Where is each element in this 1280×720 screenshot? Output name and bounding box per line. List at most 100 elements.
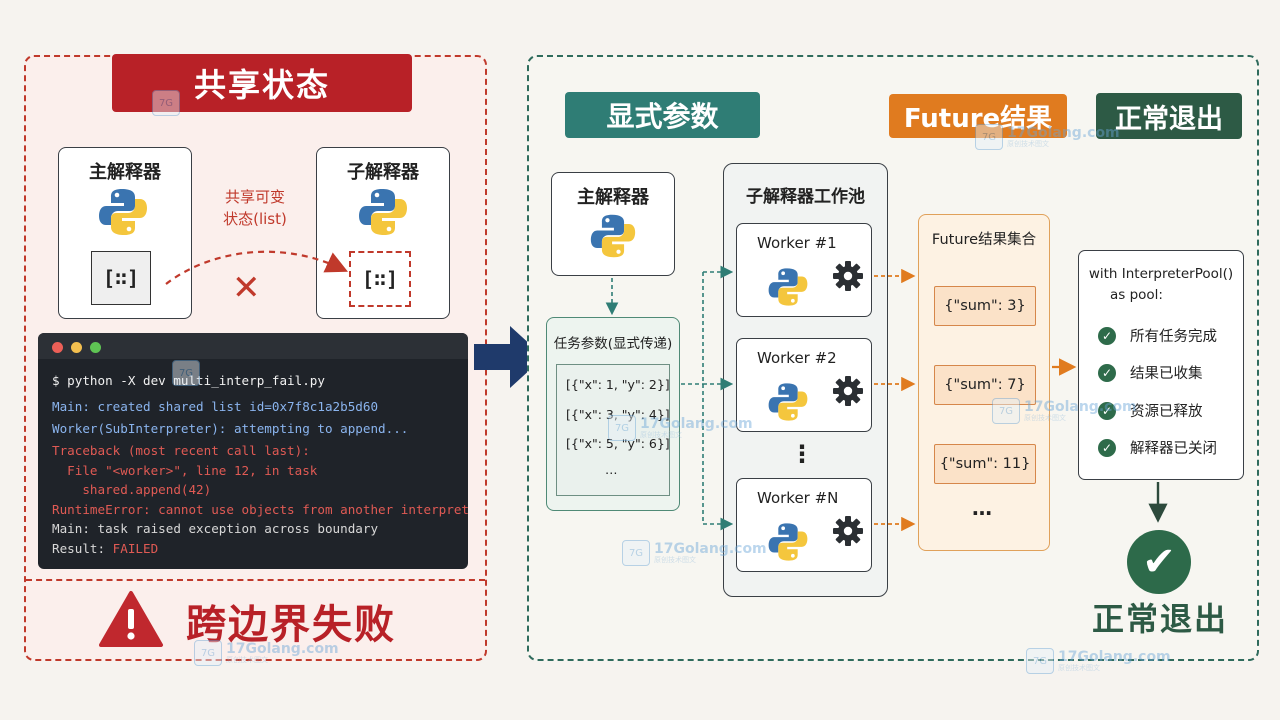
terminal-titlebar [38, 333, 468, 359]
terminal-line: shared.append(42) [52, 482, 212, 497]
check-circle-icon: ✓ [1098, 438, 1116, 457]
watermark-logo-icon: 7G [172, 360, 200, 386]
shared-arrow [165, 250, 348, 285]
gear-icon [833, 376, 863, 406]
param-item: [{"x": 5, "y": 6}] [566, 436, 670, 451]
future-sum: {"sum": 3} [934, 286, 1036, 326]
worker-label: Worker #1 [757, 234, 837, 252]
check-item: ✓ 所有任务完成 [1098, 325, 1217, 346]
warning-icon [99, 591, 163, 647]
future-sum: {"sum": 7} [934, 365, 1036, 405]
right-main-interpreter-label: 主解释器 [577, 187, 649, 208]
watermark: 7G [152, 90, 184, 116]
future-result-tag: Future结果 [889, 94, 1067, 138]
param-item: [{"x": 3, "y": 4}] [566, 407, 670, 422]
watermark-logo-icon: 7G [194, 640, 222, 666]
watermark-text: 17Golang.com [1024, 398, 1137, 415]
python-logo-icon [768, 383, 808, 421]
shared-mutable-state-label: 共享可变 状态(list) [210, 186, 300, 230]
watermark-text: 17Golang.com [640, 415, 753, 432]
blocked-x-icon: ✕ [232, 268, 261, 308]
watermark-text: 17Golang.com [1058, 648, 1171, 665]
worker-card: Worker #2 [736, 338, 872, 432]
check-item: ✓结果已收集 [1098, 362, 1203, 383]
explicit-params-tag: 显式参数 [565, 92, 760, 138]
watermark-logo-icon: 7G [975, 124, 1003, 150]
shared-list-icon: [∷] [91, 251, 151, 305]
main-interpreter-label: 主解释器 [89, 162, 161, 183]
terminal-window: $ python -X dev multi_interp_fail.py Mai… [38, 333, 468, 569]
check-item: ✓ 资源已释放 [1098, 400, 1203, 421]
terminal-result: Result: FAILED [52, 541, 158, 557]
minimize-dot-icon [71, 342, 82, 353]
shared-list-icon-remote: [∷] [349, 251, 411, 307]
param-more: … [605, 462, 618, 477]
maximize-dot-icon [90, 342, 101, 353]
terminal-line: RuntimeError: cannot use objects from an… [52, 502, 468, 517]
watermark-subtext: 原创技术图文 [1058, 663, 1100, 672]
shared-state-title: 共享状态 [112, 54, 412, 112]
watermark-logo-icon: 7G [608, 415, 636, 441]
transition-arrow-icon [474, 326, 544, 388]
check-circle-icon: ✓ [1098, 401, 1116, 420]
watermark-subtext: 原创技术图文 [226, 655, 268, 664]
terminal-line: Worker(SubInterpreter): attempting to ap… [52, 421, 409, 436]
future-results-title: Future结果集合 [931, 232, 1037, 248]
result-prefix: Result: [52, 541, 113, 556]
shared-label-line2: 状态(list) [223, 210, 287, 228]
watermark-logo-icon: 7G [622, 540, 650, 566]
workers-more: ⋮ [790, 440, 814, 468]
watermark-logo-icon: 7G [1026, 648, 1054, 674]
worker-card: Worker #1 [736, 223, 872, 317]
watermark-subtext: 原创技术图文 [1024, 413, 1066, 422]
worker-card: Worker #N [736, 478, 872, 572]
check-item: ✓ 解释器已关闭 [1098, 437, 1217, 458]
watermark-text: 17Golang.com [654, 540, 767, 557]
exit-code-line2: as pool: [1110, 287, 1163, 303]
terminal-line: Traceback (most recent call last): [52, 443, 310, 458]
exit-code-line1: with InterpreterPool() [1088, 266, 1234, 282]
close-dot-icon [52, 342, 63, 353]
gear-icon [833, 261, 863, 291]
check-label: 解释器已关闭 [1130, 441, 1217, 457]
python-logo-icon [359, 189, 407, 235]
check-circle-icon: ✓ [1098, 326, 1116, 345]
terminal-command: $ python -X dev multi_interp_fail.py [52, 373, 325, 388]
python-logo-icon [590, 214, 636, 258]
check-label: 所有任务完成 [1130, 329, 1217, 345]
watermark-subtext: 原创技术图文 [640, 430, 682, 439]
worker-label: Worker #2 [757, 349, 837, 367]
worker-pool-title: 子解释器工作池 [746, 187, 865, 207]
normal-exit-tag: 正常退出 [1096, 93, 1242, 139]
watermark-subtext: 原创技术图文 [654, 555, 696, 564]
param-item: [{"x": 1, "y": 2}] [566, 377, 670, 392]
python-logo-icon [768, 523, 808, 561]
future-more: … [972, 496, 992, 520]
watermark-subtext: 原创技术图文 [1007, 139, 1049, 148]
watermark-text: 17Golang.com [226, 640, 339, 657]
success-check-icon: ✔ [1127, 530, 1191, 594]
python-logo-icon [768, 268, 808, 306]
task-params-title: 任务参数(显式传递) [553, 336, 673, 352]
watermark-logo-icon: 7G [152, 90, 180, 116]
watermark-logo-icon: 7G [992, 398, 1020, 424]
watermark: 7G [172, 360, 204, 386]
shared-label-line1: 共享可变 [224, 188, 285, 206]
sub-interpreter-label: 子解释器 [347, 162, 419, 183]
task-params-list [556, 364, 670, 496]
result-value: FAILED [112, 541, 159, 556]
check-label: 结果已收集 [1130, 366, 1203, 382]
check-label: 资源已释放 [1130, 404, 1203, 420]
terminal-line: File "<worker>", line 12, in task [52, 463, 318, 478]
terminal-line: Main: task raised exception across bound… [52, 521, 379, 536]
normal-exit-text: 正常退出 [1092, 600, 1229, 638]
gear-icon [833, 516, 863, 546]
terminal-line: Main: created shared list id=0x7f8c1a2b5… [52, 399, 379, 414]
